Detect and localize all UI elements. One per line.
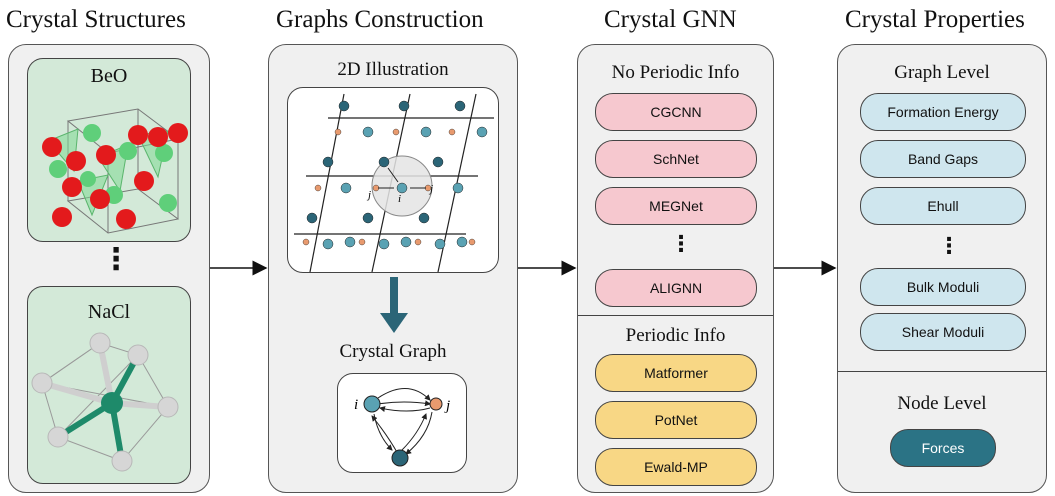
graph-level-title: Graph Level bbox=[894, 62, 990, 83]
property-band-gaps: Band Gaps bbox=[860, 140, 1026, 178]
gnn-divider bbox=[578, 315, 773, 316]
model-alignn: ALIGNN bbox=[595, 269, 757, 307]
model-schnet: SchNet bbox=[595, 140, 757, 178]
nacl-card: NaCl bbox=[27, 286, 191, 484]
gnn-ellipsis: ⋮ bbox=[670, 231, 692, 256]
properties-column-title: Crystal Properties bbox=[845, 6, 1025, 33]
properties-divider bbox=[838, 371, 1046, 372]
properties-ellipsis: ⋮ bbox=[938, 233, 960, 258]
beo-card: BeO bbox=[27, 58, 191, 242]
property-formation-energy: Formation Energy bbox=[860, 93, 1026, 131]
property-forces: Forces bbox=[890, 429, 996, 467]
structures-ellipsis: ⋮ bbox=[101, 243, 131, 276]
nacl-structure-icon bbox=[31, 332, 179, 472]
graph-icon: i j bbox=[354, 388, 450, 467]
graph-node-j-label: j bbox=[444, 398, 450, 414]
gnn-column-title: Crystal GNN bbox=[604, 6, 737, 33]
model-potnet: PotNet bbox=[595, 401, 757, 439]
construction-panel: 2D Illustration bbox=[268, 44, 518, 493]
periodic-title: Periodic Info bbox=[625, 325, 726, 346]
model-matformer: Matformer bbox=[595, 354, 757, 392]
graph-node-i-label: i bbox=[354, 397, 358, 413]
lattice-label-i: i bbox=[398, 193, 401, 205]
property-ehull: Ehull bbox=[860, 187, 1026, 225]
model-ewald-mp: Ewald-MP bbox=[595, 448, 757, 486]
nacl-label: NaCl bbox=[87, 301, 131, 323]
properties-panel: Graph Level Formation Energy Band Gaps E… bbox=[837, 44, 1047, 493]
lattice-label-j-left: j bbox=[366, 189, 371, 201]
lattice-label-j-right: j bbox=[428, 183, 433, 195]
property-bulk-moduli: Bulk Moduli bbox=[860, 268, 1026, 306]
model-megnet: MEGNet bbox=[595, 187, 757, 225]
graph-card: i j bbox=[337, 373, 467, 473]
structures-panel: BeO bbox=[8, 44, 210, 493]
lattice-card: j i j bbox=[287, 87, 499, 273]
no-periodic-title: No Periodic Info bbox=[611, 62, 740, 83]
illustration-title: 2D Illustration bbox=[337, 59, 449, 80]
structures-column-title: Crystal Structures bbox=[6, 6, 186, 33]
property-shear-moduli: Shear Moduli bbox=[860, 313, 1026, 351]
node-level-title: Node Level bbox=[897, 393, 987, 414]
beo-label: BeO bbox=[90, 65, 128, 87]
model-cgcnn: CGCNN bbox=[595, 93, 757, 131]
gnn-panel: No Periodic Info CGCNN SchNet MEGNet ⋮ A… bbox=[577, 44, 774, 493]
crystal-lattice-icon: j i j bbox=[294, 93, 494, 273]
beo-structure-icon bbox=[42, 108, 188, 234]
construction-column-title: Graphs Construction bbox=[276, 6, 484, 33]
down-arrow-icon bbox=[380, 277, 408, 333]
crystal-graph-title: Crystal Graph bbox=[339, 341, 447, 362]
